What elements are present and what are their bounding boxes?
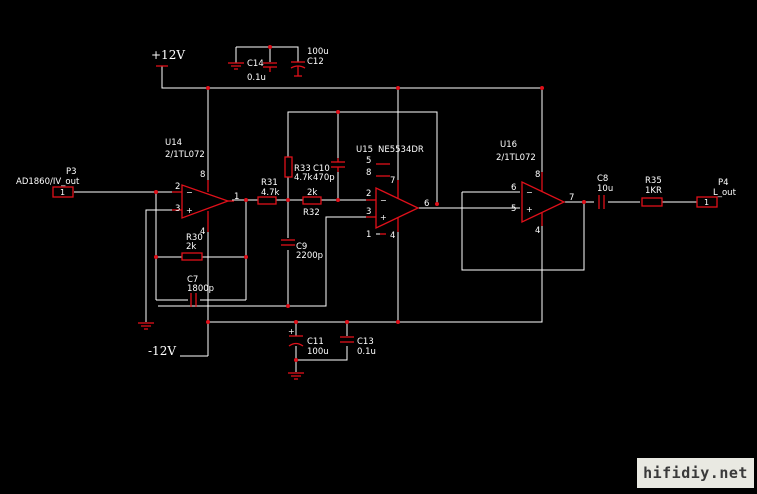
connector-p3[interactable]: 1 P3 AD1860/IV_out (16, 167, 80, 198)
u16-pin-4: 4 (535, 226, 540, 236)
u16-pin-7: 7 (569, 193, 574, 203)
u14-pin-1: 1 (234, 192, 239, 202)
watermark: hifidiy.net (637, 458, 754, 488)
capacitor-c12[interactable]: 100u C12 (290, 47, 329, 77)
p3-ref: P3 (66, 167, 77, 177)
u14-part: 2/1TL072 (165, 150, 205, 160)
ground-icon (138, 322, 154, 330)
u15-pin-2: 2 (366, 189, 371, 199)
c10-ref: C10 (313, 164, 330, 174)
connector-p4[interactable]: 1 P4 L_out (696, 178, 737, 208)
capacitor-c13[interactable]: C13 0.1u (340, 336, 376, 357)
neg-rail-label: -12V (148, 344, 176, 358)
c14-value: 0.1u (247, 73, 266, 83)
pos-rail-label: +12V (151, 48, 185, 62)
c13-ref: C13 (357, 337, 374, 347)
u16-pin-5: 5 (511, 204, 516, 214)
junction-dots (154, 45, 586, 362)
c7-ref: C7 (187, 275, 198, 285)
capacitor-c7[interactable]: C7 1800p (187, 275, 214, 307)
u14-pin-3: 3 (175, 204, 180, 214)
r33-value: 4.7k (294, 173, 313, 183)
p4-pin-label: 1 (704, 198, 709, 207)
opamp-u15[interactable]: − + U15 NE5534DR 5 8 2 3 1 6 7 4 (356, 145, 429, 241)
c14-ref: C14 (247, 59, 264, 69)
r31-ref: R31 (261, 178, 278, 188)
ground-icon (228, 62, 244, 70)
u15-pin-7: 7 (390, 176, 395, 186)
ground-icon (288, 372, 304, 380)
p4-net-label: L_out (713, 188, 737, 198)
u16-minus-sign: − (526, 188, 533, 197)
c13-value: 0.1u (357, 347, 376, 357)
opamp-u16[interactable]: − + U16 2/1TL072 6 5 7 8 4 (496, 140, 574, 236)
r35-value: 1KR (645, 186, 662, 196)
c7-value: 1800p (187, 284, 214, 294)
wires (74, 46, 697, 372)
capacitor-c11[interactable]: + C11 100u (288, 327, 329, 357)
c11-ref: C11 (307, 337, 324, 347)
resistor-r33[interactable]: R33 4.7k (284, 156, 313, 183)
r35-ref: R35 (645, 176, 662, 186)
p3-net-label: AD1860/IV_out (16, 177, 80, 187)
capacitor-c9[interactable]: C9 2200p (281, 239, 323, 261)
c8-ref: C8 (597, 174, 608, 184)
u15-pin-1: 1 (366, 230, 371, 240)
u16-pin-8: 8 (535, 170, 540, 180)
u15-pin-8: 8 (366, 168, 371, 178)
c12-ref: C12 (307, 57, 324, 67)
c9-value: 2200p (296, 251, 323, 261)
opamp-u14[interactable]: − + U14 2/1TL072 2 3 1 8 4 (165, 138, 239, 237)
c8-value: 10u (597, 184, 613, 194)
resistor-r30[interactable]: R30 2k (181, 233, 203, 261)
c9-ref: C9 (296, 242, 307, 252)
r32-ref: R32 (303, 208, 320, 218)
r33-ref: R33 (294, 164, 311, 174)
c11-value: 100u (307, 347, 329, 357)
resistor-r35[interactable]: R35 1KR (641, 176, 663, 207)
u15-pin-6: 6 (424, 199, 429, 209)
u16-plus-sign: + (526, 205, 533, 214)
u14-plus-sign: + (186, 206, 193, 215)
u15-minus-sign: − (380, 196, 387, 205)
r30-value: 2k (186, 242, 196, 252)
r31-value: 4.7k (261, 188, 280, 198)
p3-pin-label: 1 (60, 188, 65, 197)
u15-ref: U15 (356, 145, 373, 155)
c11-polarity: + (288, 327, 295, 336)
u16-part: 2/1TL072 (496, 153, 536, 163)
r32-value: 2k (307, 188, 317, 198)
u15-pin-4: 4 (390, 231, 395, 241)
c12-value: 100u (307, 47, 329, 57)
u15-plus-sign: + (380, 213, 387, 222)
resistor-r32[interactable]: 2k R32 (302, 188, 322, 218)
resistor-r31[interactable]: R31 4.7k (257, 178, 280, 205)
u16-ref: U16 (500, 140, 517, 150)
u15-part: NE5534DR (378, 145, 424, 155)
capacitor-c10[interactable]: C10 470p (313, 158, 345, 183)
c10-value: 470p (313, 173, 335, 183)
p4-ref: P4 (718, 178, 729, 188)
capacitor-c8[interactable]: C8 10u (597, 174, 613, 209)
u14-minus-sign: − (186, 188, 193, 197)
u16-pin-6: 6 (511, 183, 516, 193)
r30-ref: R30 (186, 233, 203, 243)
capacitor-c14[interactable]: C14 0.1u (247, 59, 277, 83)
u15-pin-5: 5 (366, 156, 371, 166)
u14-pin-8: 8 (200, 170, 205, 180)
u14-pin-2: 2 (175, 182, 180, 192)
u15-pin-3: 3 (366, 207, 371, 217)
u14-ref: U14 (165, 138, 182, 148)
u14-pin-4: 4 (200, 227, 205, 237)
